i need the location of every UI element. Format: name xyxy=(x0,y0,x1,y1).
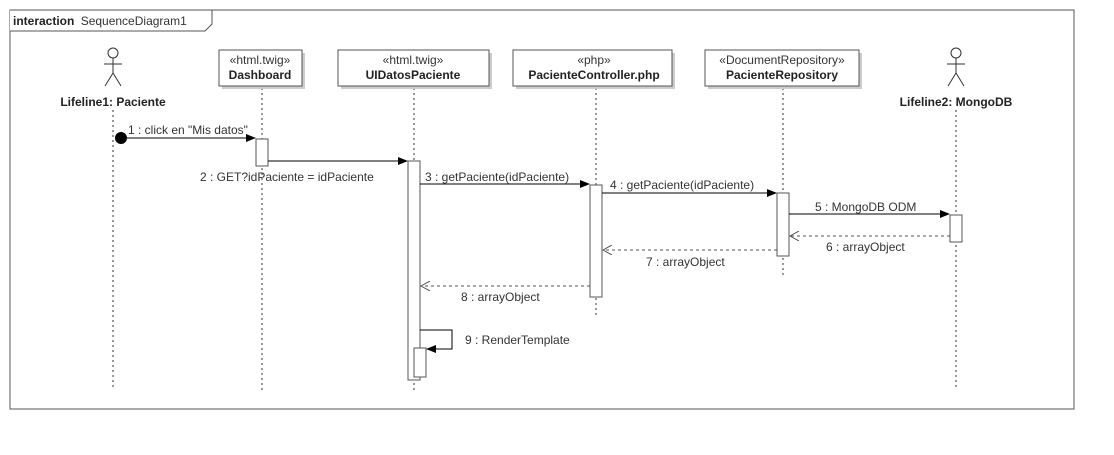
activation-uidatos xyxy=(407,160,421,381)
name-repository: PacienteRepository xyxy=(726,68,838,82)
message-1[interactable]: 1 : click en "Mis datos" xyxy=(115,123,256,144)
lifeline-label-paciente: Lifeline1: Paciente xyxy=(60,95,166,109)
frame-name: SequenceDiagram1 xyxy=(81,14,187,28)
activation-uidatos-self xyxy=(413,347,427,378)
message-8[interactable]: 8 : arrayObject xyxy=(421,286,590,304)
message-6[interactable]: 6 : arrayObject xyxy=(790,236,950,254)
stereotype-repository: «DocumentRepository» xyxy=(719,53,845,67)
lifeline-box-uidatos[interactable]: «html.twig» UIDatosPaciente xyxy=(337,49,492,89)
message-label-7: 7 : arrayObject xyxy=(646,255,725,269)
stereotype-uidatos: «html.twig» xyxy=(383,53,444,67)
message-label-2: 2 : GET?idPaciente = idPaciente xyxy=(200,170,374,184)
actor-head xyxy=(107,47,119,59)
activation-repository xyxy=(776,192,790,257)
message-label-8: 8 : arrayObject xyxy=(461,290,540,304)
actor-head xyxy=(950,47,962,59)
stereotype-dashboard: «html.twig» xyxy=(230,53,291,67)
message-9[interactable]: 9 : RenderTemplate xyxy=(420,329,570,353)
message-label-9: 9 : RenderTemplate xyxy=(465,333,570,347)
message-5[interactable]: 5 : MongoDB ODM xyxy=(789,200,950,218)
activation-bars xyxy=(255,138,963,381)
activation-mongodb xyxy=(949,214,963,243)
message-label-4: 4 : getPaciente(idPaciente) xyxy=(610,178,754,192)
activation-dashboard xyxy=(255,138,269,167)
message-label-6: 6 : arrayObject xyxy=(826,240,905,254)
message-3[interactable]: 3 : getPaciente(idPaciente) xyxy=(420,170,590,188)
name-uidatos: UIDatosPaciente xyxy=(366,68,461,82)
lifeline-box-controller[interactable]: «php» PacienteController.php xyxy=(512,49,675,89)
lifeline-box-repository[interactable]: «DocumentRepository» PacienteRepository xyxy=(704,49,862,89)
lifeline-label-mongodb: Lifeline2: MongoDB xyxy=(900,95,1013,109)
name-dashboard: Dashboard xyxy=(229,68,292,82)
actor-mongodb[interactable] xyxy=(947,47,965,87)
message-4[interactable]: 4 : getPaciente(idPaciente) xyxy=(602,178,777,197)
frame-keyword: interaction xyxy=(13,14,74,28)
found-message-dot xyxy=(115,132,127,144)
message-label-5: 5 : MongoDB ODM xyxy=(815,200,916,214)
message-2[interactable]: 2 : GET?idPaciente = idPaciente xyxy=(200,157,408,184)
frame-title: interaction SequenceDiagram1 xyxy=(13,14,187,28)
stereotype-controller: «php» xyxy=(577,53,611,67)
message-7[interactable]: 7 : arrayObject xyxy=(603,250,777,269)
activation-controller xyxy=(589,184,603,298)
lifeline-box-dashboard[interactable]: «html.twig» Dashboard xyxy=(218,49,305,89)
message-label-1: 1 : click en "Mis datos" xyxy=(128,123,248,137)
message-label-3: 3 : getPaciente(idPaciente) xyxy=(425,170,569,184)
actor-paciente[interactable] xyxy=(104,47,122,87)
frame-title-pentagon xyxy=(10,9,213,32)
name-controller: PacienteController.php xyxy=(528,68,659,82)
